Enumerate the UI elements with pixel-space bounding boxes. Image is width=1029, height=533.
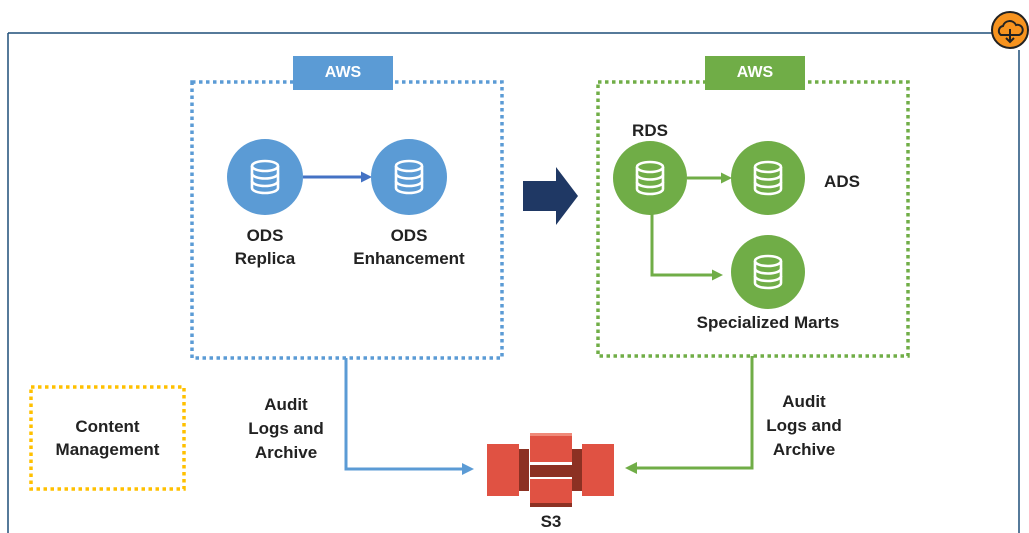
content-management-line1: Content: [75, 417, 140, 436]
ads-label: ADS: [824, 172, 860, 191]
left-aws-tab-label: AWS: [324, 64, 362, 81]
ods-replica-label-line2: Replica: [234, 249, 296, 268]
ods-enhancement-label-line2: Enhancement: [353, 249, 465, 268]
ods-replica-label-line1: ODS: [246, 226, 284, 245]
arrow-rds-to-marts: [650, 214, 723, 281]
audit-left-line2: Logs and: [248, 419, 324, 438]
right-aws-tab-label: AWS: [736, 64, 774, 81]
big-flow-arrow: [523, 167, 578, 225]
specialized-marts-label: Specialized Marts: [696, 313, 840, 332]
ods-enhancement-db-icon: [371, 139, 447, 215]
ods-enhancement-label: ODS Enhancement: [339, 224, 479, 270]
content-management-box: [29, 385, 186, 491]
audit-left-line1: Audit: [264, 395, 308, 414]
ods-enhancement-label-line1: ODS: [390, 226, 428, 245]
audit-left-line3: Archive: [254, 443, 318, 462]
audit-left-label: Audit Logs and Archive: [236, 393, 336, 465]
arrow-replica-to-enhancement: [303, 171, 372, 183]
cloud-download-icon: [991, 11, 1029, 49]
s3-label: S3: [540, 512, 562, 531]
ads-db-icon: [731, 141, 805, 215]
arrow-right-to-s3: [625, 356, 754, 474]
audit-right-label: Audit Logs and Archive: [754, 390, 854, 462]
audit-right-line3: Archive: [772, 440, 836, 459]
aws-s3-icon: [487, 433, 614, 507]
left-aws-region-border: [190, 80, 504, 360]
outer-frame: [7, 32, 1020, 533]
arrow-left-to-s3: [344, 358, 474, 475]
content-management-line2: Management: [55, 440, 160, 459]
content-management-label: Content Management: [36, 415, 179, 461]
right-aws-tab-bg: [705, 56, 805, 90]
arrow-rds-to-ads: [687, 172, 732, 184]
specialized-marts-db-icon: [731, 235, 805, 309]
ods-replica-label: ODS Replica: [205, 224, 325, 270]
audit-right-line1: Audit: [782, 392, 826, 411]
rds-label: RDS: [632, 121, 668, 140]
left-aws-tab-bg: [293, 56, 393, 90]
ods-replica-db-icon: [227, 139, 303, 215]
rds-db-icon: [613, 141, 687, 215]
audit-right-line2: Logs and: [766, 416, 842, 435]
